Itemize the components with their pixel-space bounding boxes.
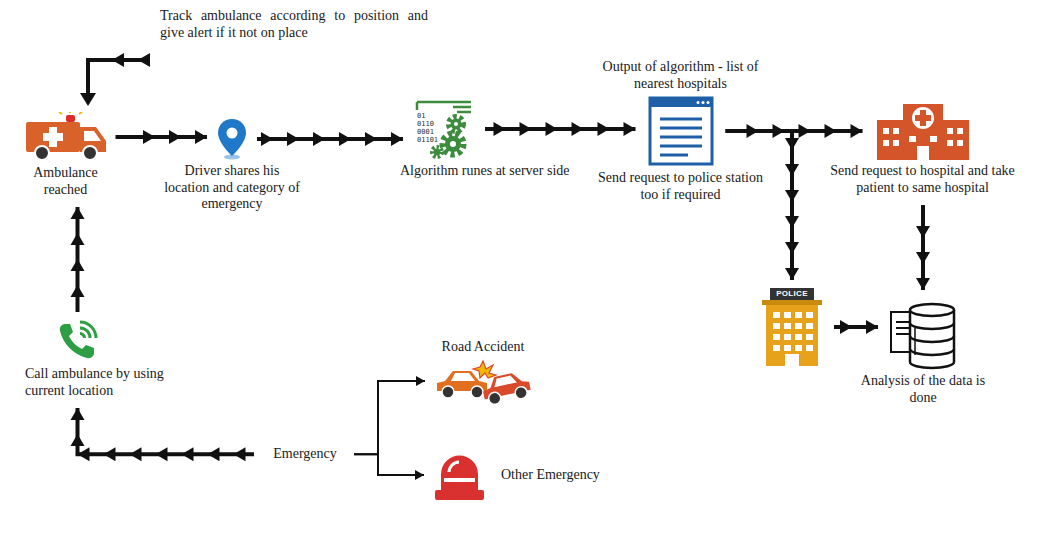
- sign-text: POLICE: [760, 288, 824, 300]
- flow-arrow: [116, 130, 208, 144]
- road-accident-icon: [433, 359, 533, 404]
- accident-node: Road Accident: [428, 336, 538, 404]
- flow-arrow: [834, 320, 878, 334]
- node-caption: Output of algorithm - list of nearest ho…: [588, 56, 773, 95]
- node-caption: Analysis of the data is done: [858, 370, 988, 409]
- branch-arrow: [354, 454, 424, 480]
- siren-icon: [432, 448, 487, 502]
- flow-arrow: [71, 408, 255, 461]
- node-caption: Driver shares his location and category …: [162, 160, 302, 216]
- icon-slot: [432, 448, 487, 502]
- node-caption: Send request to hospital and take patien…: [815, 160, 1030, 199]
- flow-arrow: [485, 122, 636, 136]
- icon-slot: [888, 298, 958, 370]
- node-caption: Ambulance reached: [18, 162, 113, 201]
- police-node: POLICE: [760, 288, 824, 366]
- ambulance-icon: [26, 112, 106, 162]
- location-pin-icon: [217, 118, 247, 160]
- icon-slot: [26, 112, 106, 162]
- node-caption: Road Accident: [428, 336, 538, 359]
- binary-digits: 01 0110 0001 01101: [417, 112, 438, 144]
- phone-call-icon: [55, 318, 100, 363]
- node-caption: Emergency: [262, 443, 348, 466]
- icon-slot: [760, 288, 824, 366]
- call-node: Call ambulance by using current location: [25, 318, 190, 402]
- hospital-icon: [873, 92, 973, 160]
- hospital-node: Send request to hospital and take patien…: [815, 92, 1030, 199]
- branch-arrow: [354, 376, 425, 454]
- flow-arrow: [71, 207, 85, 312]
- node-caption: Send request to police station too if re…: [588, 167, 773, 206]
- database-icon: [888, 298, 958, 370]
- emergency-node: Emergency: [262, 443, 348, 466]
- node-caption: Algorithm runes at server side: [400, 160, 592, 183]
- location-node: Driver shares his location and category …: [162, 118, 302, 216]
- flow-arrow: [257, 132, 403, 146]
- icon-slot: [217, 118, 247, 160]
- hospital-list-document-icon: [646, 95, 716, 167]
- icon-slot: [433, 359, 533, 404]
- tracking-note: Track ambulance according to position an…: [160, 8, 428, 42]
- icon-slot: [873, 92, 973, 160]
- flow-arrow: [726, 131, 800, 280]
- icon-slot: [55, 318, 100, 363]
- flow-arrow: [916, 205, 930, 290]
- icon-slot: [646, 95, 716, 167]
- node-caption: Other Emergency: [501, 464, 600, 487]
- police-station-icon: [760, 288, 824, 366]
- node-caption: Call ambulance by using current location: [25, 363, 190, 402]
- hospital-list-node: Output of algorithm - list of nearest ho…: [588, 56, 773, 206]
- other-emergency-node: Other Emergency: [432, 448, 667, 502]
- database-node: Analysis of the data is done: [858, 298, 988, 409]
- ambulance-node: Ambulance reached: [18, 112, 113, 201]
